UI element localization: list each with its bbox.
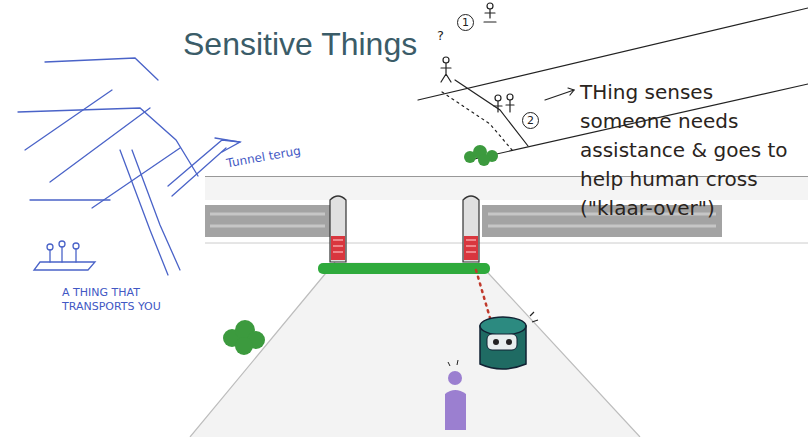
annotation-note: THing senses someone needs assistance & …: [580, 78, 802, 223]
callout-number: 1: [457, 14, 474, 31]
bush: [223, 145, 498, 355]
road: [190, 177, 808, 437]
sketch-label: Tunnel terug: [225, 144, 301, 171]
callout-number: ?: [437, 28, 444, 43]
helper-robot: [480, 312, 538, 369]
diagram-title: Sensitive Things: [183, 26, 417, 63]
sketch-label: A THING THAT TRANSPORTS YOU: [62, 286, 172, 314]
tunnel-sketch: [18, 58, 240, 275]
callout-number: 2: [522, 112, 539, 129]
person: [445, 360, 466, 430]
